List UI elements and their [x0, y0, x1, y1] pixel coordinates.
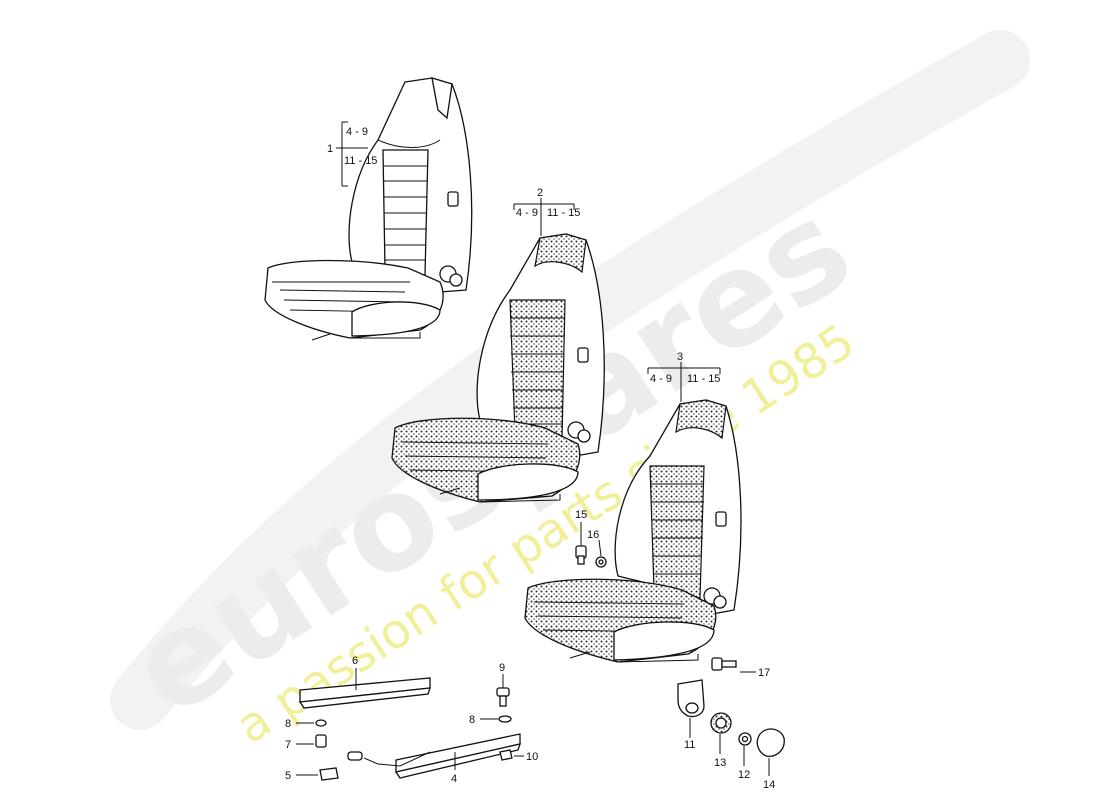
part-12-clip: 12: [738, 732, 752, 781]
part-15-bolt: 15: [575, 509, 587, 565]
part-17-bolt: 17: [711, 657, 770, 679]
part-8a-label: 8: [285, 718, 291, 730]
part-14-knob-cap: 14: [756, 728, 785, 791]
part-8b-label: 8: [469, 714, 475, 726]
part-7-nut: 7: [285, 734, 327, 751]
part-9-bolt: 9: [496, 662, 510, 707]
seat-3-left-range: 4 - 9: [650, 373, 672, 385]
part-12-label: 12: [738, 769, 750, 781]
part-14-label: 14: [763, 779, 775, 791]
part-16-label: 16: [587, 529, 599, 541]
part-13-label: 13: [714, 757, 726, 769]
part-11-label: 11: [684, 739, 695, 751]
part-5-label: 5: [285, 770, 291, 782]
callout-seat-3: 3 4 - 9 11 - 15: [647, 351, 721, 402]
seat-1-number: 1: [327, 143, 333, 155]
callout-seat-1: 1 4 - 9 11 - 15: [327, 121, 377, 187]
part-16-washer: 16: [587, 529, 607, 568]
part-6-label: 6: [352, 655, 358, 667]
part-11-knob-bracket: 11: [677, 679, 705, 751]
part-4-seat-rail: 4: [347, 733, 521, 785]
seat-2-left-range: 4 - 9: [516, 207, 538, 219]
part-17-label: 17: [758, 667, 770, 679]
part-4-label: 4: [451, 773, 457, 785]
part-10-label: 10: [526, 751, 538, 763]
seat-2-number: 2: [537, 187, 543, 199]
part-13-gear-ring: 13: [710, 712, 732, 769]
seat-3-number: 3: [677, 351, 683, 363]
seat-1-upper-range: 4 - 9: [346, 126, 368, 138]
part-6-seat-rail: 6: [298, 655, 431, 709]
part-15-label: 15: [575, 509, 587, 521]
part-9-label: 9: [499, 662, 505, 674]
seat-3-drawing: [524, 399, 742, 663]
part-5-cap: 5: [285, 767, 339, 782]
part-7-label: 7: [285, 739, 291, 751]
part-10-nut-plate: 10: [499, 749, 538, 763]
seat-2-right-range: 11 - 15: [547, 207, 580, 219]
part-8-washer-left: 8: [285, 718, 327, 730]
callout-seat-2: 2 4 - 9 11 - 15: [513, 187, 580, 236]
part-8-washer-right: 8: [469, 714, 512, 726]
seat-1-lower-range: 11 - 15: [344, 155, 377, 167]
seat-3-right-range: 11 - 15: [687, 373, 720, 385]
seat-1-drawing: [264, 77, 473, 341]
seat-2-drawing: [391, 233, 605, 503]
